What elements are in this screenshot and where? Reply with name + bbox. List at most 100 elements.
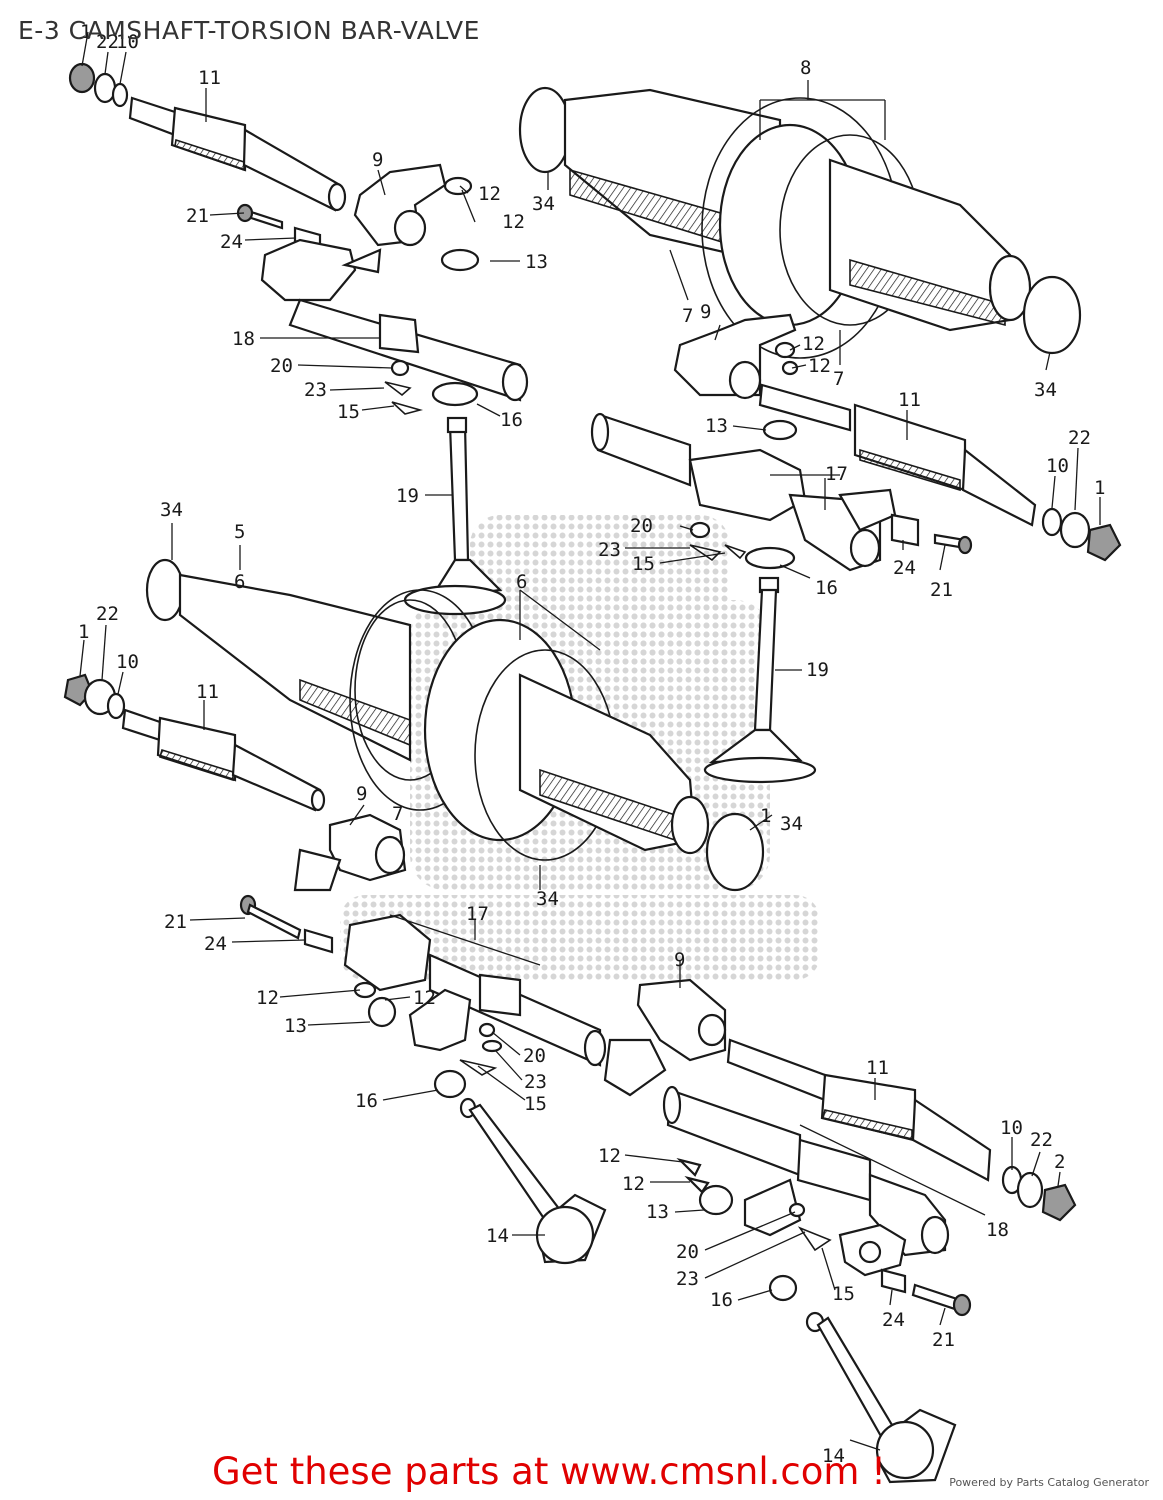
part-label: 13: [525, 251, 548, 273]
part-label: 18: [232, 328, 255, 350]
upper-right-camshaft-17: [590, 412, 897, 572]
part-label: 23: [524, 1071, 547, 1093]
part-label: 16: [710, 1289, 733, 1311]
part-label: 12: [478, 183, 501, 205]
part-label: 1: [80, 21, 91, 43]
part-label: 11: [198, 67, 221, 89]
part-label: 34: [160, 499, 183, 521]
lower-left-valve-14: [459, 1097, 607, 1265]
upper-right-camshaft: [518, 86, 1082, 359]
part-label: 1: [760, 805, 771, 827]
upper-left-small-parts: [384, 359, 479, 415]
part-label: 20: [523, 1045, 546, 1067]
diagram-title: E-3 CAMSHAFT-TORSION BAR-VALVE: [18, 16, 480, 45]
middle-left-camshaft: [145, 558, 765, 892]
part-label: 24: [220, 231, 243, 253]
part-label: 34: [1034, 379, 1057, 401]
part-labels: 1 22 10 11 9 12 12 21 24 13 18 20 23 15 …: [78, 21, 1105, 1467]
part-label: 15: [524, 1093, 547, 1115]
lower-right-torsion-bar: [726, 1038, 1077, 1222]
part-label: 2: [1054, 1151, 1065, 1173]
part-label: 17: [466, 903, 489, 925]
part-label: 34: [532, 193, 555, 215]
part-label: 15: [632, 553, 655, 575]
lower-right-camshaft-18: [662, 1085, 950, 1277]
part-label: 11: [196, 681, 219, 703]
part-label: 23: [598, 539, 621, 561]
part-label: 19: [396, 485, 419, 507]
part-label: 17: [825, 463, 848, 485]
parts-link-banner[interactable]: Get these parts at www.cmsnl.com !: [212, 1450, 887, 1493]
part-label: 20: [630, 515, 653, 537]
right-valve-19: [703, 576, 817, 784]
lower-right-rocker-arm: [603, 978, 727, 1097]
upper-valve-19: [403, 416, 507, 616]
middle-left-torsion-bar: [121, 708, 326, 812]
upper-left-torsion-bar: [128, 96, 347, 212]
lower-right-valve-14: [805, 1311, 957, 1484]
part-label: 22: [1030, 1129, 1053, 1151]
part-label: 7: [833, 368, 844, 390]
part-label: 34: [536, 888, 559, 910]
part-label: 22: [96, 603, 119, 625]
part-label: 12: [413, 987, 436, 1009]
part-label: 23: [304, 379, 327, 401]
part-label: 13: [284, 1015, 307, 1037]
upper-left-rocker-arm: [353, 163, 447, 247]
part-label: 14: [822, 1445, 845, 1467]
middle-left-rocker-arm: [293, 813, 407, 892]
upper-left-camshaft-18: [260, 238, 529, 402]
part-label: 21: [164, 911, 187, 933]
lower-left-small-parts: [433, 1022, 503, 1099]
upper-right-torsion-bar: [758, 383, 1122, 562]
leader-lines: [79, 31, 1101, 1451]
part-label: 12: [598, 1145, 621, 1167]
part-label: 19: [806, 659, 829, 681]
part-label: 21: [186, 205, 209, 227]
part-label: 7: [682, 305, 693, 327]
part-label: 34: [780, 813, 803, 835]
part-label: 10: [116, 651, 139, 673]
part-label: 16: [355, 1090, 378, 1112]
part-label: 11: [898, 389, 921, 411]
part-label: 8: [800, 57, 811, 79]
part-label: 9: [356, 783, 367, 805]
part-label: 24: [204, 933, 227, 955]
part-label: 12: [802, 333, 825, 355]
part-label: 24: [882, 1309, 905, 1331]
middle-left-bolt-collar: [239, 894, 334, 954]
part-label: 7: [392, 803, 403, 825]
lower-left-camshaft-17: [343, 913, 607, 1067]
part-label: 12: [622, 1173, 645, 1195]
part-label: 22: [1068, 427, 1091, 449]
part-label: 11: [866, 1057, 889, 1079]
upper-left-nut-washers: [68, 62, 129, 108]
part-label: 9: [372, 149, 383, 171]
part-label: 13: [646, 1201, 669, 1223]
part-label: 24: [893, 557, 916, 579]
middle-left-nut-washers: [63, 673, 126, 720]
part-label: 15: [337, 401, 360, 423]
part-label: 20: [676, 1241, 699, 1263]
part-label: 14: [486, 1225, 509, 1247]
part-label: 23: [676, 1268, 699, 1290]
part-label: 13: [705, 415, 728, 437]
part-label: 6: [234, 571, 245, 593]
part-label: 10: [1000, 1117, 1023, 1139]
part-label: 10: [116, 31, 139, 53]
part-label: 1: [1094, 477, 1105, 499]
part-label: 16: [500, 409, 523, 431]
generator-credit: Powered by Parts Catalog Generator: [949, 1476, 1149, 1489]
part-label: 21: [932, 1329, 955, 1351]
part-label: 20: [270, 355, 293, 377]
part-label: 12: [256, 987, 279, 1009]
part-label: 18: [986, 1219, 1009, 1241]
part-label: 1: [78, 621, 89, 643]
part-label: 9: [700, 301, 711, 323]
lower-right-small-parts: [676, 1157, 972, 1317]
part-label: 10: [1046, 455, 1069, 477]
part-label: 9: [674, 949, 685, 971]
part-label: 12: [808, 355, 831, 377]
part-label: 5: [234, 521, 245, 543]
